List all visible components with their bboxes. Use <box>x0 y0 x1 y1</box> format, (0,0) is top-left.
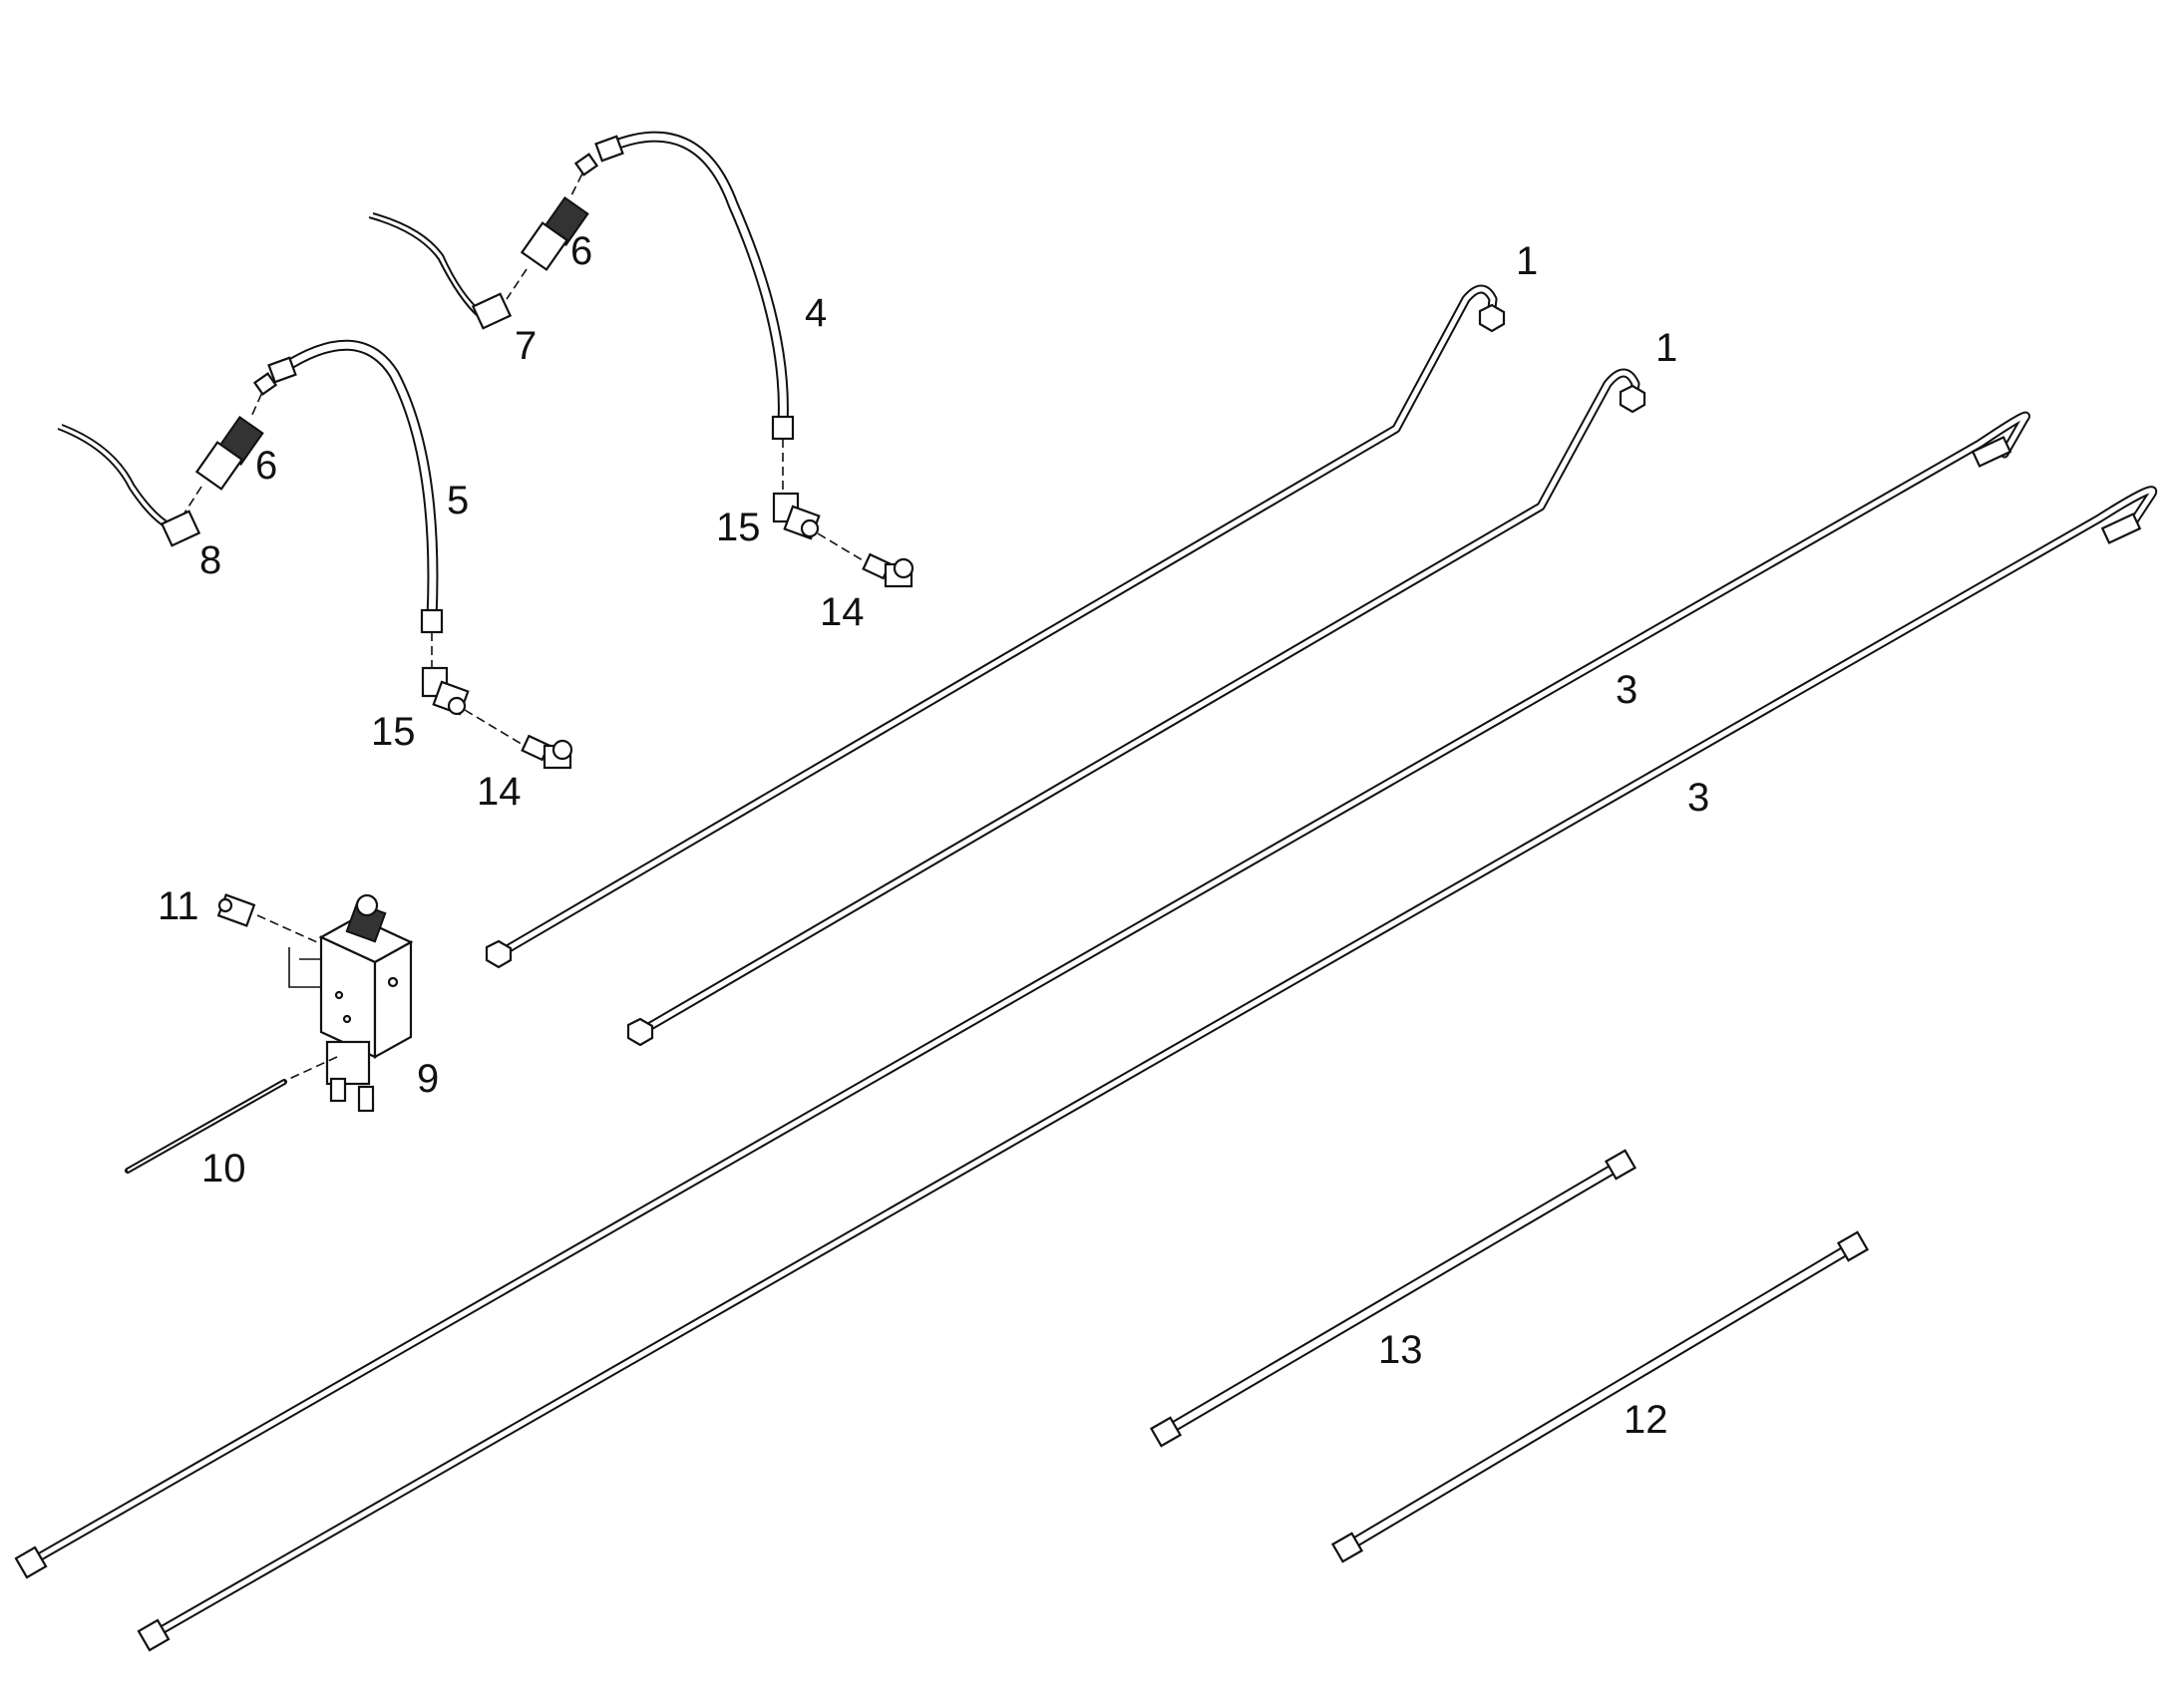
callout-7: 7 <box>515 324 537 368</box>
hose-end <box>1149 1416 1183 1448</box>
connector-7 <box>471 292 513 330</box>
pressure-switch-6-lower <box>57 372 278 547</box>
callout-6-upper: 6 <box>570 229 592 273</box>
valve-block-9 <box>288 893 414 1113</box>
pipe-fitting <box>2100 512 2142 544</box>
pipe-fitting <box>14 1545 48 1579</box>
hose-end <box>420 608 444 634</box>
callout-4: 4 <box>805 291 827 335</box>
elbow-fittings-upper <box>772 492 914 588</box>
callout-3-lower: 3 <box>1687 776 1709 820</box>
pipe-fitting <box>1971 436 2012 468</box>
callouts: 1 1 3 3 4 5 6 6 7 8 9 10 11 12 13 14 14 … <box>158 229 1709 1442</box>
pipe-3-upper <box>14 411 2030 1579</box>
pipe-nut <box>1619 384 1646 414</box>
callout-8: 8 <box>199 538 221 582</box>
pipe-1-upper <box>485 284 1506 969</box>
callout-3-upper: 3 <box>1616 668 1637 712</box>
hose-end <box>1330 1532 1364 1563</box>
callout-9: 9 <box>417 1057 439 1101</box>
pressure-switch-6-upper <box>368 153 599 330</box>
callout-5: 5 <box>447 479 469 522</box>
callout-15-upper: 15 <box>716 506 761 549</box>
callout-1-lower: 1 <box>1655 326 1677 370</box>
hose-end <box>594 135 624 163</box>
pipe-nut <box>626 1017 654 1047</box>
hose-4 <box>594 131 795 494</box>
pipe-3-lower <box>137 486 2158 1652</box>
callout-15-lower: 15 <box>371 710 416 754</box>
hose-5 <box>267 339 444 668</box>
hose-13 <box>1149 1149 1637 1448</box>
callout-1-upper: 1 <box>1516 239 1538 283</box>
hose-12 <box>1330 1230 1870 1563</box>
callout-10: 10 <box>201 1147 246 1191</box>
fitting-11 <box>216 893 318 943</box>
pipe-1-lower <box>626 368 1646 1047</box>
callout-11: 11 <box>158 884 199 928</box>
pipe-nut <box>1478 303 1506 333</box>
hose-end <box>771 415 795 441</box>
hose-end <box>1836 1230 1870 1262</box>
pipe-fitting <box>137 1618 171 1652</box>
callout-13: 13 <box>1378 1328 1423 1372</box>
callout-14-upper: 14 <box>820 590 865 634</box>
hose-end <box>1604 1149 1637 1181</box>
callout-14-lower: 14 <box>477 770 522 814</box>
elbow-fittings-lower <box>421 666 573 770</box>
pipe-nut <box>485 939 513 969</box>
connector-8 <box>160 510 201 547</box>
hose-end <box>267 356 297 384</box>
rod-10 <box>125 1079 287 1174</box>
callout-6-lower: 6 <box>255 444 277 488</box>
callout-12: 12 <box>1624 1398 1668 1442</box>
